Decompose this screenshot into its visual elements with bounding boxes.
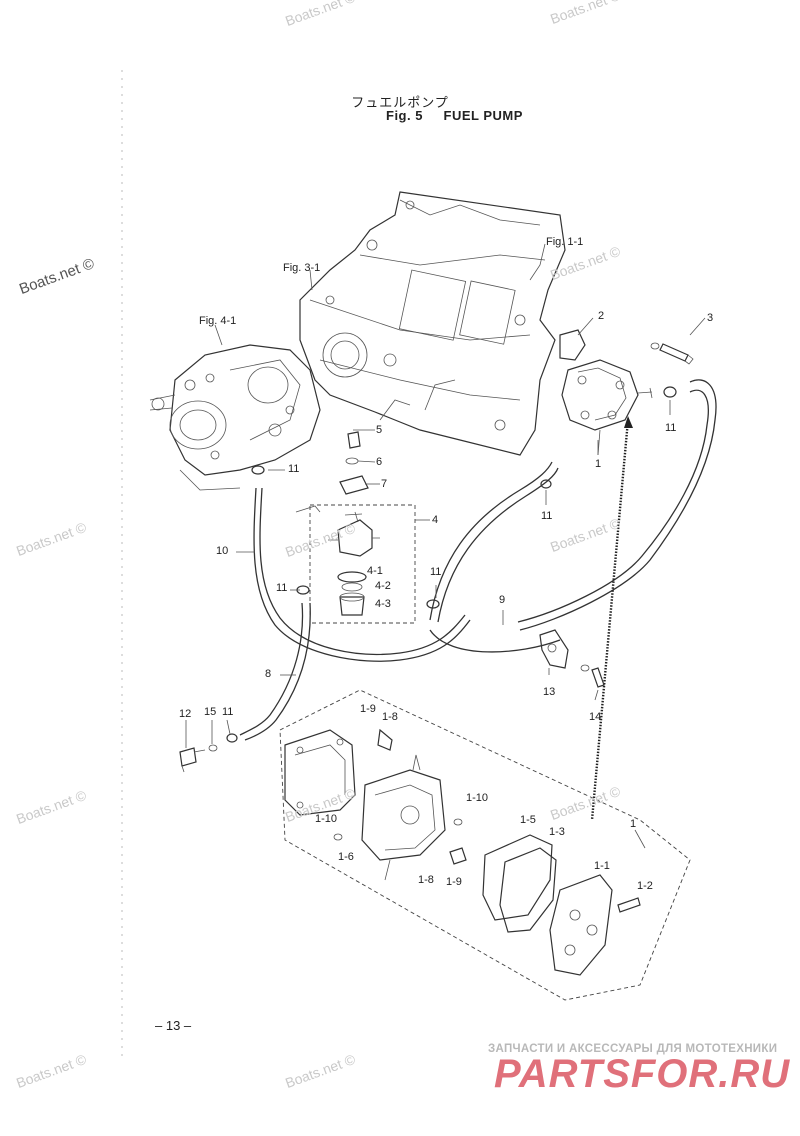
- bracket-13: [539, 629, 605, 688]
- part-label-1-1: 1-1: [594, 860, 610, 872]
- part-label-1-10-b: 1-10: [466, 792, 489, 804]
- part-label-1-5: 1-5: [520, 814, 536, 826]
- ref-fig-3-1: Fig. 3-1: [283, 262, 321, 274]
- part-label-3: 3: [707, 312, 714, 324]
- part-label-15: 15: [204, 706, 217, 718]
- hose-9: [429, 461, 553, 621]
- part-label-1-8-b: 1-8: [418, 874, 434, 886]
- part-label-11-a: 11: [288, 463, 300, 475]
- impulse-line: [590, 419, 630, 821]
- part-label-5: 5: [376, 424, 383, 436]
- part-label-10: 10: [216, 545, 229, 557]
- part-label-2: 2: [598, 310, 605, 322]
- footer-logo[interactable]: PARTSFOR.RU: [494, 1052, 791, 1096]
- fuel-pump-mounted: [559, 329, 653, 456]
- filter-assembly-box: [309, 504, 416, 624]
- figure-title: Fig. 5 FUEL PUMP: [386, 108, 523, 123]
- hose-9-main: [519, 379, 717, 631]
- pump-kit-parts: [284, 728, 641, 976]
- part-label-4: 4: [432, 514, 439, 526]
- part-label-6: 6: [376, 456, 383, 468]
- figure-number: Fig. 5: [386, 108, 423, 123]
- part-label-14: 14: [589, 711, 602, 723]
- filter-bracket: [295, 431, 369, 513]
- part-label-13: 13: [543, 686, 556, 698]
- part-label-12: 12: [179, 708, 192, 720]
- part-label-4-2: 4-2: [375, 580, 391, 592]
- part-label-8: 8: [265, 668, 272, 680]
- ref-fig-1-1: Fig. 1-1: [546, 236, 584, 248]
- part-label-11-d: 11: [222, 706, 234, 718]
- part-label-11-b: 11: [276, 582, 288, 594]
- leader-lines: [185, 243, 706, 849]
- part-label-11-c: 11: [430, 566, 442, 578]
- part-label-7: 7: [381, 478, 388, 490]
- hose-9-lower: [429, 629, 561, 653]
- part-label-1-9-b: 1-9: [446, 876, 462, 888]
- engine-block: [299, 191, 566, 456]
- footer-tagline: ЗАПЧАСТИ И АКСЕССУАРЫ ДЛЯ МОТОТЕХНИКИ: [488, 1043, 778, 1055]
- figure-name: FUEL PUMP: [443, 108, 523, 123]
- hose-8-edge: [244, 602, 311, 741]
- part-label-4-3: 4-3: [375, 598, 391, 610]
- fuel-filter: [328, 511, 380, 616]
- part-label-1-10-a: 1-10: [315, 813, 338, 825]
- ref-fig-4-1: Fig. 4-1: [199, 315, 237, 327]
- impulse-line-arrow: [624, 416, 633, 428]
- part-label-1-kit: 1: [630, 818, 637, 830]
- hose-10-edge: [259, 487, 466, 656]
- part-label-1-top: 1: [595, 458, 602, 470]
- bolt-3: [650, 342, 694, 365]
- part-label-4-1: 4-1: [367, 565, 383, 577]
- fitting-12: [179, 744, 218, 773]
- part-label-11-e: 11: [541, 510, 553, 522]
- part-label-9: 9: [499, 594, 506, 606]
- carburetor-assembly: [149, 344, 321, 491]
- part-label-1-9-a: 1-9: [360, 703, 376, 715]
- hose-8: [239, 602, 304, 736]
- part-label-1-8-a: 1-8: [382, 711, 398, 723]
- part-label-1-3: 1-3: [549, 826, 565, 838]
- part-label-11-f: 11: [665, 422, 677, 434]
- title-japanese: フュエルポンプ: [351, 96, 449, 111]
- hose-9-edge: [437, 467, 559, 623]
- pump-kit-outline: [279, 689, 691, 1001]
- part-label-1-6: 1-6: [338, 851, 354, 863]
- part-label-1-2: 1-2: [637, 880, 653, 892]
- page-number: – 13 –: [155, 1018, 192, 1033]
- hose-10: [253, 487, 471, 662]
- hose-9-main-edge: [517, 389, 709, 623]
